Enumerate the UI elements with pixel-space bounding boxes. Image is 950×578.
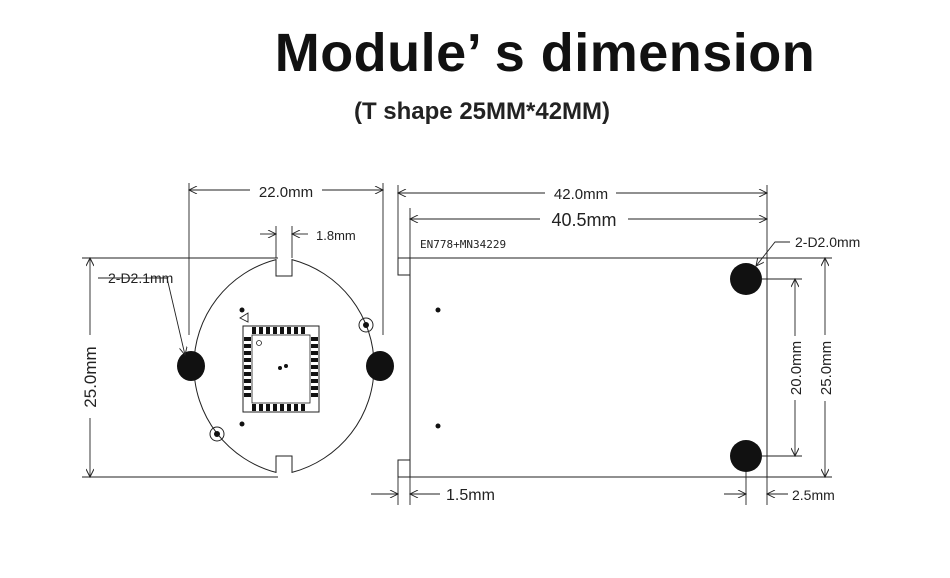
side-board-outline [397, 257, 768, 478]
left-height-label: 25.0mm [81, 346, 100, 407]
side-mount-hole-bottom [730, 440, 762, 472]
round-board-outline [193, 258, 375, 474]
left-dimensions [82, 183, 383, 477]
right-length-label: 42.0mm [554, 186, 608, 203]
screw-mark-top-right [358, 317, 374, 333]
mount-hole-right [366, 351, 394, 381]
side-board-view [397, 257, 768, 478]
left-width-label: 22.0mm [259, 184, 313, 201]
side-mount-hole-top [730, 263, 762, 295]
right-hole-spacing-label: 20.0mm [788, 341, 805, 395]
part-number-label: EN778+MN34229 [420, 238, 506, 251]
sensor-pads [239, 307, 318, 411]
round-board-view [177, 258, 394, 474]
page-subtitle: (T shape 25MM*42MM) [353, 98, 611, 125]
right-right-offset-label: 2.5mm [792, 487, 835, 503]
right-height-label: 25.0mm [818, 341, 835, 395]
page-title: Module’ s dimension [274, 23, 816, 83]
mount-hole-left [177, 351, 205, 381]
left-notch-label: 1.8mm [316, 228, 356, 243]
left-hole-label: 2-D2.1mm [108, 270, 173, 286]
right-left-offset-label: 1.5mm [446, 487, 495, 504]
screw-mark-bottom-left [209, 426, 225, 442]
sensor-chip [242, 325, 320, 413]
right-dimensions [371, 185, 832, 505]
right-inner-length-label: 40.5mm [551, 210, 616, 230]
right-hole-label: 2-D2.0mm [795, 234, 860, 250]
